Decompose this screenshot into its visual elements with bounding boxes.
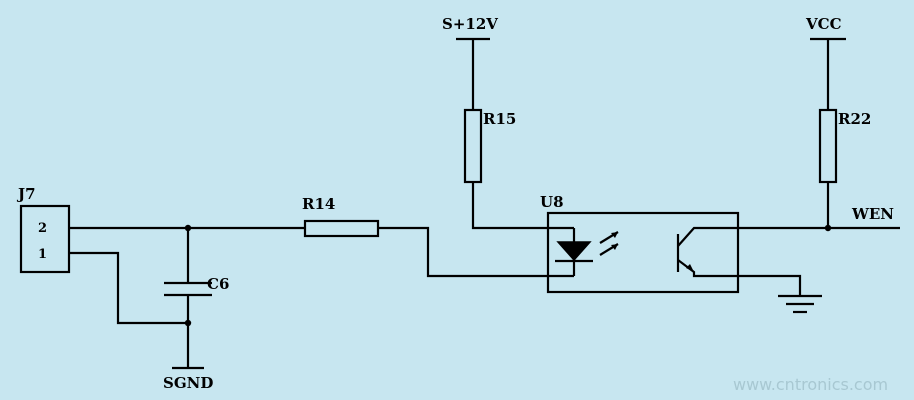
j7-pin1-label: 1 bbox=[38, 247, 47, 262]
wire-pin1-to-ground bbox=[69, 251, 188, 325]
u8-emitter-arrowhead bbox=[686, 264, 694, 272]
s12v-label: S+12V bbox=[442, 15, 498, 33]
u8-light-arrowhead-2 bbox=[611, 244, 618, 250]
j7-label: J7 bbox=[16, 185, 36, 203]
r14-label: R14 bbox=[302, 195, 335, 213]
wire-r14-to-u8 bbox=[378, 226, 548, 278]
u8-led-triangle bbox=[556, 241, 592, 262]
r22-resistor bbox=[818, 108, 838, 184]
sgnd-label: SGND bbox=[163, 374, 213, 392]
wen-label: WEN bbox=[851, 205, 894, 223]
u8-transistor-emitter bbox=[677, 259, 738, 278]
r15-label: R15 bbox=[483, 110, 516, 128]
r22-label: R22 bbox=[838, 110, 871, 128]
u8-transistor-collector bbox=[677, 226, 738, 247]
u8-light-arrowhead-1 bbox=[611, 232, 618, 238]
j7-connector bbox=[19, 204, 71, 274]
watermark: www.cntronics.com bbox=[733, 375, 888, 394]
u8-optocoupler bbox=[546, 211, 740, 294]
j7-pin2-label: 2 bbox=[38, 221, 47, 236]
u8-label: U8 bbox=[540, 193, 564, 211]
r14-resistor bbox=[303, 219, 380, 238]
c6-label: C6 bbox=[207, 275, 229, 293]
r15-resistor bbox=[463, 108, 483, 184]
wire-r15-to-u8 bbox=[471, 182, 548, 230]
junction-dot-wen bbox=[824, 224, 832, 232]
wire-u8-to-ground bbox=[738, 274, 802, 296]
vcc-label: VCC bbox=[805, 15, 842, 33]
